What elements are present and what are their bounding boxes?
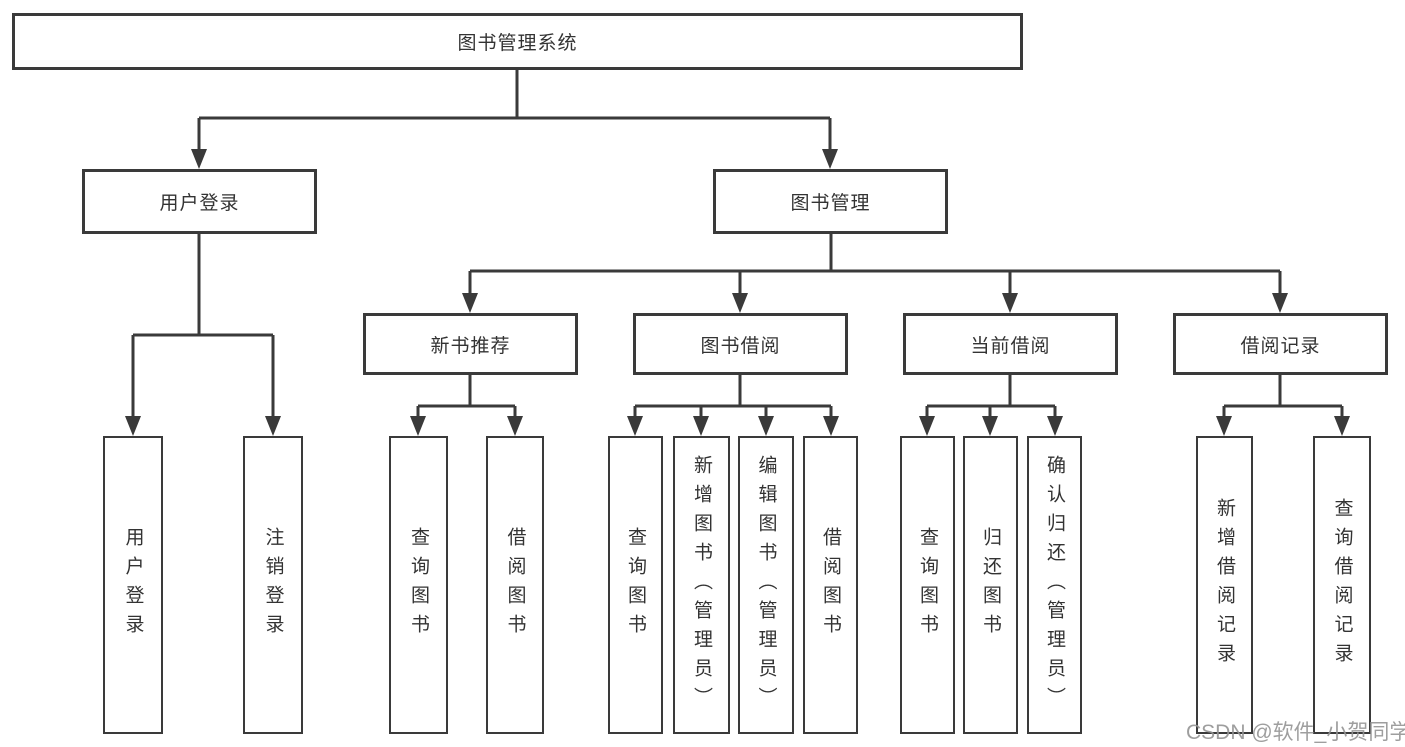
node-root: 图书管理系统 <box>12 13 1023 70</box>
leaf-add-book-admin: 新增图书（管理员） <box>673 436 730 734</box>
node-current-borrow: 当前借阅 <box>903 313 1118 375</box>
node-book-management: 图书管理 <box>713 169 948 234</box>
leaf-user-login: 用户登录 <box>103 436 163 734</box>
leaf-query-borrow-record: 查询借阅记录 <box>1313 436 1371 734</box>
leaf-edit-book-admin: 编辑图书（管理员） <box>738 436 794 734</box>
leaf-query-books-1: 查询图书 <box>389 436 448 734</box>
node-user-login: 用户登录 <box>82 169 317 234</box>
leaf-return-books: 归还图书 <box>963 436 1018 734</box>
leaf-borrow-books-2: 借阅图书 <box>803 436 858 734</box>
leaf-logout-login: 注销登录 <box>243 436 303 734</box>
leaf-borrow-books-1: 借阅图书 <box>486 436 544 734</box>
watermark: CSDN @软件_小贺同学 <box>1186 721 1405 744</box>
leaf-query-books-3: 查询图书 <box>900 436 955 734</box>
leaf-query-books-2: 查询图书 <box>608 436 663 734</box>
node-new-book-recommend: 新书推荐 <box>363 313 578 375</box>
leaf-add-borrow-record: 新增借阅记录 <box>1196 436 1253 734</box>
connector-lines <box>131 70 1344 424</box>
leaf-confirm-return-admin: 确认归还（管理员） <box>1027 436 1082 734</box>
node-book-borrow: 图书借阅 <box>633 313 848 375</box>
node-borrow-records: 借阅记录 <box>1173 313 1388 375</box>
